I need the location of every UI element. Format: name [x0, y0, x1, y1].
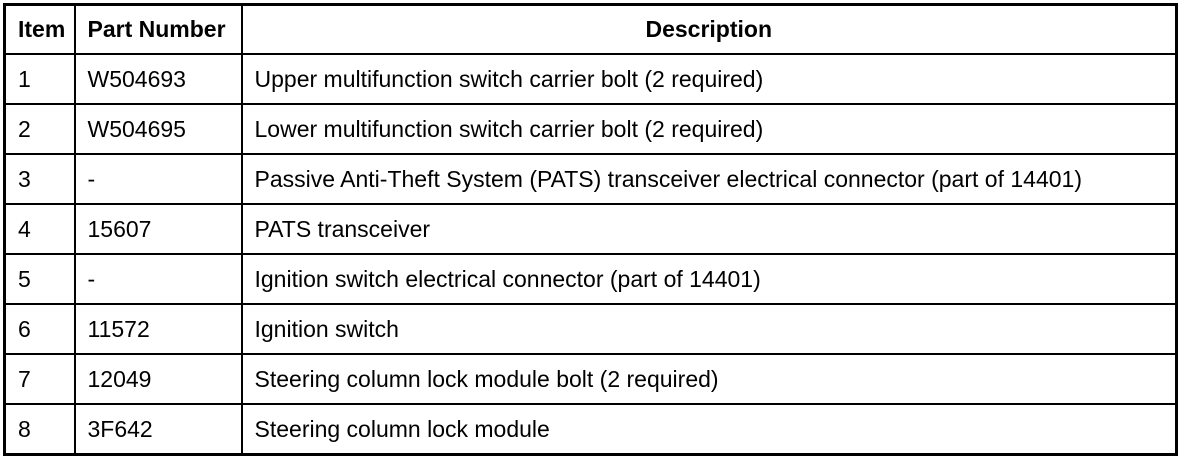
cell-item: 4 — [4, 203, 76, 255]
table-row: 4 15607 PATS transceiver — [4, 203, 1177, 255]
table-body: 1 W504693 Upper multifunction switch car… — [4, 53, 1177, 455]
table-row: 8 3F642 Steering column lock module — [4, 403, 1177, 455]
parts-table-container: Item Part Number Description 1 W504693 U… — [3, 3, 1178, 456]
cell-description: Ignition switch electrical connector (pa… — [240, 253, 1177, 305]
cell-item: 5 — [4, 253, 76, 305]
cell-item: 6 — [4, 303, 76, 355]
table-row: 2 W504695 Lower multifunction switch car… — [4, 103, 1177, 155]
cell-description: Passive Anti-Theft System (PATS) transce… — [240, 153, 1177, 205]
cell-part-number: 3F642 — [73, 403, 243, 455]
cell-item: 8 — [4, 403, 76, 455]
table-header: Item Part Number Description — [4, 4, 1177, 55]
table-row: 7 12049 Steering column lock module bolt… — [4, 353, 1177, 405]
cell-part-number: 15607 — [73, 203, 243, 255]
cell-description: Lower multifunction switch carrier bolt … — [240, 103, 1177, 155]
column-header-description: Description — [240, 4, 1177, 55]
cell-description: PATS transceiver — [240, 203, 1177, 255]
cell-item: 3 — [4, 153, 76, 205]
cell-item: 7 — [4, 353, 76, 405]
cell-part-number: 12049 — [73, 353, 243, 405]
cell-part-number: W504695 — [73, 103, 243, 155]
cell-description: Steering column lock module — [240, 403, 1177, 455]
table-row: 6 11572 Ignition switch — [4, 303, 1177, 355]
cell-part-number: 11572 — [73, 303, 243, 355]
cell-part-number: - — [73, 253, 243, 305]
table-header-row: Item Part Number Description — [4, 4, 1177, 55]
table-row: 5 - Ignition switch electrical connector… — [4, 253, 1177, 305]
cell-description: Ignition switch — [240, 303, 1177, 355]
table-row: 1 W504693 Upper multifunction switch car… — [4, 53, 1177, 105]
cell-description: Steering column lock module bolt (2 requ… — [240, 353, 1177, 405]
parts-table: Item Part Number Description 1 W504693 U… — [3, 3, 1178, 456]
cell-item: 2 — [4, 103, 76, 155]
table-row: 3 - Passive Anti-Theft System (PATS) tra… — [4, 153, 1177, 205]
cell-item: 1 — [4, 53, 76, 105]
column-header-item: Item — [4, 4, 76, 55]
cell-part-number: - — [73, 153, 243, 205]
column-header-part-number: Part Number — [73, 4, 243, 55]
cell-description: Upper multifunction switch carrier bolt … — [240, 53, 1177, 105]
cell-part-number: W504693 — [73, 53, 243, 105]
